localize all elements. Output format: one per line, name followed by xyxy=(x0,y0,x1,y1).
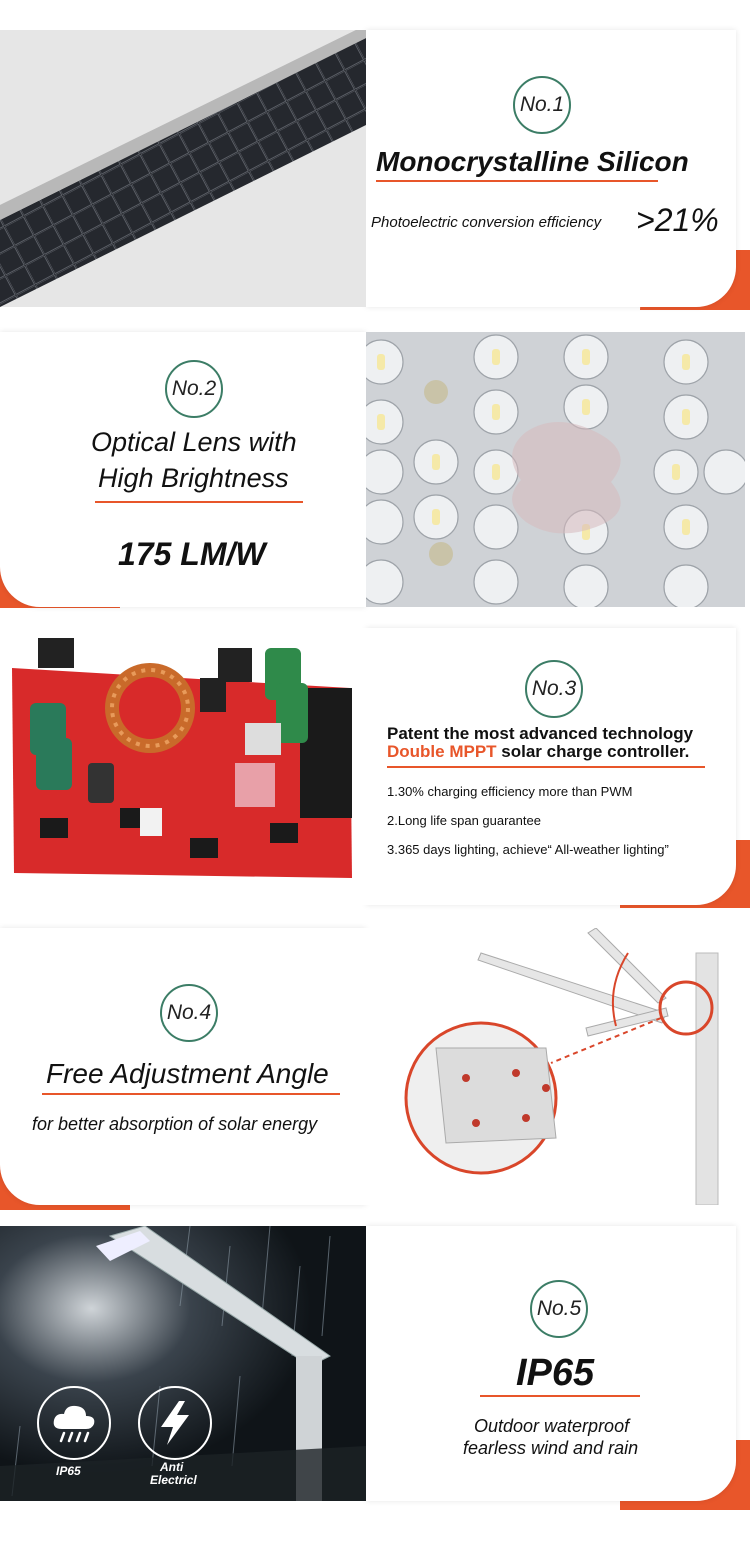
section-3: No.3 Patent the most advanced technology… xyxy=(0,620,750,920)
angle-bracket-image xyxy=(366,928,745,1205)
section-4: No.4 Free Adjustment Angle for better ab… xyxy=(0,920,750,1220)
section-5: IP65 Anti Electricl No.5 IP65 Outdoor wa… xyxy=(0,1220,750,1543)
section-1-subtitle: Photoelectric conversion efficiency xyxy=(371,214,602,231)
section-4-subtitle: for better absorption of solar energy xyxy=(32,1114,318,1134)
section-5-title: IP65 xyxy=(516,1352,595,1394)
ip65-icon-label: IP65 xyxy=(56,1464,81,1478)
lightning-icon-badge xyxy=(138,1386,212,1460)
point-3: 3.365 days lighting, achieve“ All-weathe… xyxy=(387,842,669,857)
mppt-highlight: Double MPPT xyxy=(387,742,497,761)
text-card xyxy=(366,1226,736,1501)
section-3-title-line2: Double MPPT solar charge controller. xyxy=(387,742,689,762)
lightning-icon xyxy=(161,1401,189,1445)
section-2: No.2 Optical Lens with High Brightness 1… xyxy=(0,320,750,620)
badge-no5: No.5 xyxy=(530,1280,588,1338)
anti-label-line1: Anti xyxy=(160,1460,184,1474)
mppt-rest: solar charge controller. xyxy=(496,742,690,761)
section-2-value: 175 LM/W xyxy=(118,536,266,572)
section-1: No.1 Monocrystalline Silicon Photoelectr… xyxy=(0,0,750,320)
street-light-rain-image xyxy=(0,1226,366,1501)
section-5-subtitle-line1: Outdoor waterproof xyxy=(474,1416,630,1436)
section-3-title-line1: Patent the most advanced technology xyxy=(387,724,694,743)
rain-cloud-icon xyxy=(53,1405,95,1443)
badge-no2: No.2 xyxy=(165,360,223,418)
section-2-title-line1: Optical Lens with xyxy=(91,427,297,457)
title-underline xyxy=(42,1093,340,1095)
title-underline xyxy=(376,180,658,182)
section-5-subtitle-line2: fearless wind and rain xyxy=(463,1438,639,1458)
section-4-title: Free Adjustment Angle xyxy=(46,1058,329,1089)
led-lens-image xyxy=(366,332,745,607)
section-2-title-line2: High Brightness xyxy=(98,463,289,493)
title-underline xyxy=(480,1395,640,1397)
section-1-value: >21% xyxy=(636,202,719,238)
title-underline xyxy=(387,766,705,768)
text-card xyxy=(0,928,366,1205)
title-underline xyxy=(95,501,303,503)
badge-no4: No.4 xyxy=(160,984,218,1042)
badge-no1: No.1 xyxy=(513,76,571,134)
point-1: 1.30% charging efficiency more than PWM xyxy=(387,784,633,799)
badge-no3: No.3 xyxy=(525,660,583,718)
circuit-board-image xyxy=(0,628,366,905)
anti-label-line2: Electricl xyxy=(150,1473,197,1487)
section-1-title: Monocrystalline Silicon xyxy=(376,146,689,177)
point-2: 2.Long life span guarantee xyxy=(387,813,541,828)
rain-cloud-icon-badge xyxy=(37,1386,111,1460)
solar-panel-image xyxy=(0,30,366,307)
text-card xyxy=(366,30,736,307)
